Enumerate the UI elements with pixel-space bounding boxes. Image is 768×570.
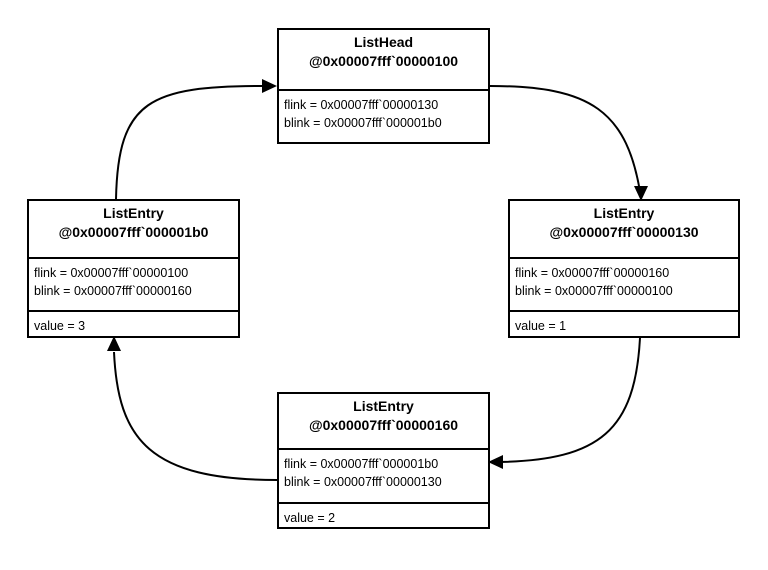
arrowhead-entry-1b0	[107, 336, 121, 351]
arrowhead-entry-160	[488, 455, 503, 469]
node-address: @0x00007fff`00000160	[308, 417, 459, 433]
node-header: ListEntry @0x00007fff`00000130	[510, 201, 738, 259]
node-links: flink = 0x00007fff`00000100 blink = 0x00…	[29, 259, 238, 310]
blink-field: blink = 0x00007fff`00000100	[515, 284, 673, 298]
list-head-node: ListHead @0x00007fff`00000100 flink = 0x…	[277, 28, 490, 144]
node-address: @0x00007fff`000001b0	[58, 224, 209, 240]
blink-field: blink = 0x00007fff`00000160	[34, 284, 192, 298]
arrowhead-head	[262, 79, 277, 93]
node-address: @0x00007fff`00000100	[308, 53, 459, 69]
node-title: ListEntry	[593, 205, 655, 221]
node-links: flink = 0x00007fff`00000130 blink = 0x00…	[279, 91, 488, 142]
blink-field: blink = 0x00007fff`00000130	[284, 475, 442, 489]
arrow-head-to-entry-130	[489, 85, 642, 199]
node-header: ListEntry @0x00007fff`000001b0	[29, 201, 238, 259]
node-address: @0x00007fff`00000130	[549, 224, 699, 240]
flink-field: flink = 0x00007fff`00000160	[515, 266, 670, 280]
arrow-entry-130-to-entry-160	[499, 337, 641, 463]
flink-field: flink = 0x00007fff`000001b0	[284, 457, 439, 471]
blink-field: blink = 0x00007fff`000001b0	[284, 116, 442, 130]
node-links: flink = 0x00007fff`00000160 blink = 0x00…	[510, 259, 738, 310]
node-title: ListEntry	[103, 205, 164, 221]
list-entry-node-1b0: ListEntry @0x00007fff`000001b0 flink = 0…	[27, 199, 240, 338]
arrow-entry-160-to-entry-1b0	[113, 351, 278, 481]
node-title: ListEntry	[353, 398, 414, 414]
value-field: value = 2	[279, 502, 488, 527]
value-field: value = 1	[510, 310, 738, 336]
list-entry-node-130: ListEntry @0x00007fff`00000130 flink = 0…	[508, 199, 740, 338]
list-entry-node-160: ListEntry @0x00007fff`00000160 flink = 0…	[277, 392, 490, 529]
flink-field: flink = 0x00007fff`00000100	[34, 266, 189, 280]
value-field: value = 3	[29, 310, 238, 336]
node-links: flink = 0x00007fff`000001b0 blink = 0x00…	[279, 450, 488, 502]
node-header: ListHead @0x00007fff`00000100	[279, 30, 488, 91]
arrowhead-entry-130	[634, 186, 648, 201]
node-title: ListHead	[353, 34, 414, 50]
node-header: ListEntry @0x00007fff`00000160	[279, 394, 488, 450]
arrow-entry-1b0-to-head	[115, 85, 265, 200]
flink-field: flink = 0x00007fff`00000130	[284, 98, 439, 112]
